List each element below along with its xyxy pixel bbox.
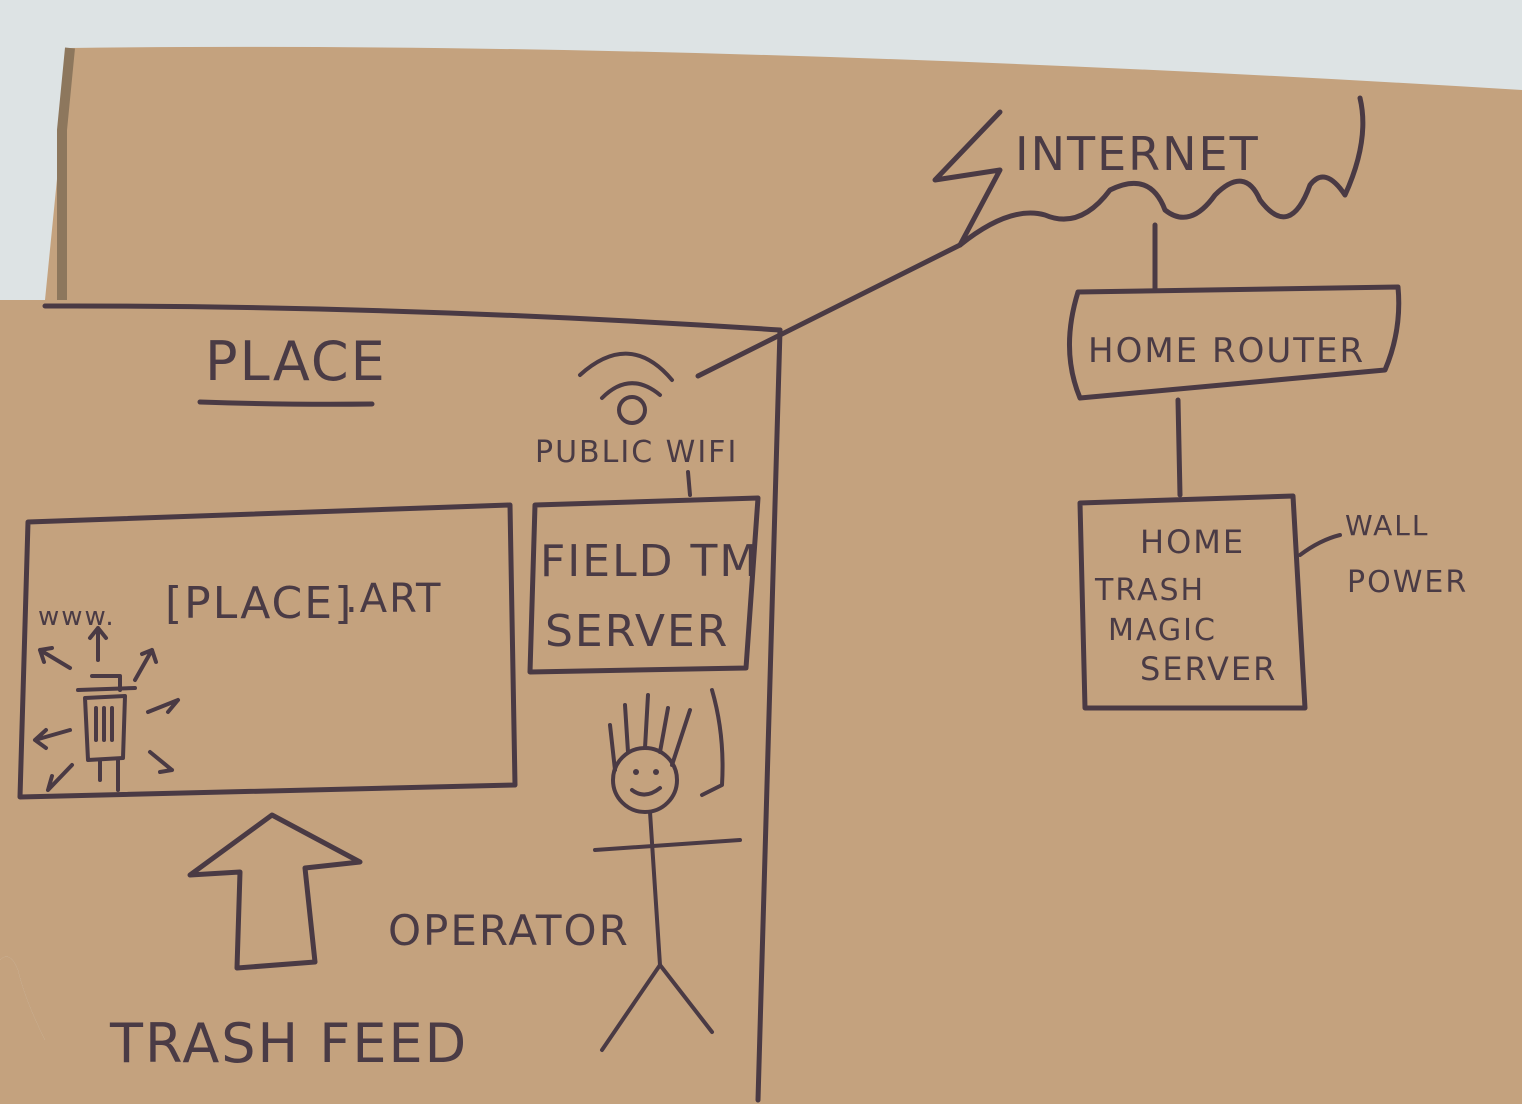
wifi-to-field-server-link: [686, 470, 692, 497]
home-server-box: [1077, 493, 1308, 711]
website-suffix: .ART: [345, 576, 442, 622]
wall-power-link: [1298, 533, 1342, 557]
internet-to-wifi-link: [695, 242, 963, 379]
lightning-icon: [932, 109, 1003, 248]
place-label: PLACE: [205, 330, 387, 393]
internet-squiggle: [957, 95, 1366, 248]
wall-power-label-line2: POWER: [1347, 565, 1468, 600]
field-server-box: [527, 495, 761, 675]
trash-feed-label: TRASH FEED: [109, 1012, 468, 1075]
trash-robot-icon: [33, 626, 180, 792]
place-right-boundary: [755, 327, 783, 1103]
operator-label: OPERATOR: [388, 906, 630, 955]
home-router-box: [1066, 284, 1402, 401]
home-server-label-line3: MAGIC: [1108, 613, 1217, 648]
website-place: [PLACE]: [165, 578, 353, 629]
place-underline: [197, 399, 375, 407]
home-server-label-line1: HOME: [1140, 523, 1245, 561]
home-server-label-line2: TRASH: [1094, 573, 1205, 608]
place-top-boundary: [42, 303, 783, 333]
cardboard-shadow-edge: [57, 47, 75, 300]
home-router-label: HOME ROUTER: [1088, 331, 1365, 371]
public-wifi-label: PUBLIC WIFI: [535, 435, 738, 470]
up-arrow-icon: [187, 812, 363, 971]
home-server-label-line4: SERVER: [1140, 650, 1277, 688]
wifi-icon: [578, 351, 674, 425]
router-to-home-server-link: [1175, 397, 1183, 498]
wall-power-label-line1: WALL: [1345, 509, 1430, 542]
website-prefix: www.: [38, 602, 116, 632]
website-screen-box: [17, 502, 518, 800]
stick-figure-icon: [593, 688, 742, 1052]
internet-label: INTERNET: [1015, 127, 1260, 181]
field-server-label-line2: SERVER: [545, 606, 729, 657]
field-server-label-line1: FIELD TM: [540, 536, 759, 587]
